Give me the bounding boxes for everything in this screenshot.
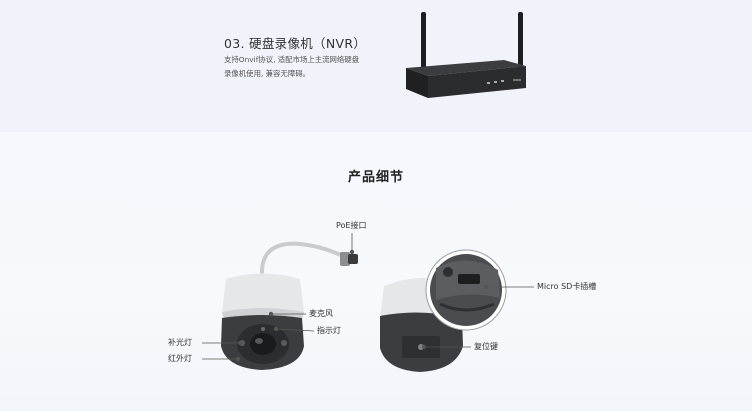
nvr-device-image — [406, 12, 526, 98]
callout-microphone: 麦克风 — [309, 309, 333, 318]
ptz-camera-back-image — [380, 249, 507, 372]
nvr-title: 03. 硬盘录像机（NVR） — [224, 36, 367, 51]
callout-ir-light: 红外灯 — [168, 354, 192, 363]
nvr-desc-line-2: 录像机使用, 兼容无障碍。 — [224, 69, 310, 78]
callout-poe-port: PoE接口 — [336, 221, 367, 230]
nvr-description: 支持Onvif协议, 适配市场上主流网络硬盘 录像机使用, 兼容无障碍。 — [224, 53, 384, 81]
callout-lines — [202, 233, 534, 362]
nvr-feature-band — [0, 0, 752, 132]
nvr-desc-line-1: 支持Onvif协议, 适配市场上主流网络硬盘 — [224, 55, 360, 64]
callout-reset-button: 复位键 — [474, 342, 498, 351]
callout-micro-sd-slot: Micro SD卡插槽 — [537, 282, 597, 291]
section-title: 产品细节 — [347, 170, 404, 185]
ptz-camera-front-image — [221, 241, 358, 370]
callout-indicator-light: 指示灯 — [317, 326, 341, 335]
product-details-band — [0, 132, 752, 411]
callout-fill-light: 补光灯 — [168, 338, 192, 347]
